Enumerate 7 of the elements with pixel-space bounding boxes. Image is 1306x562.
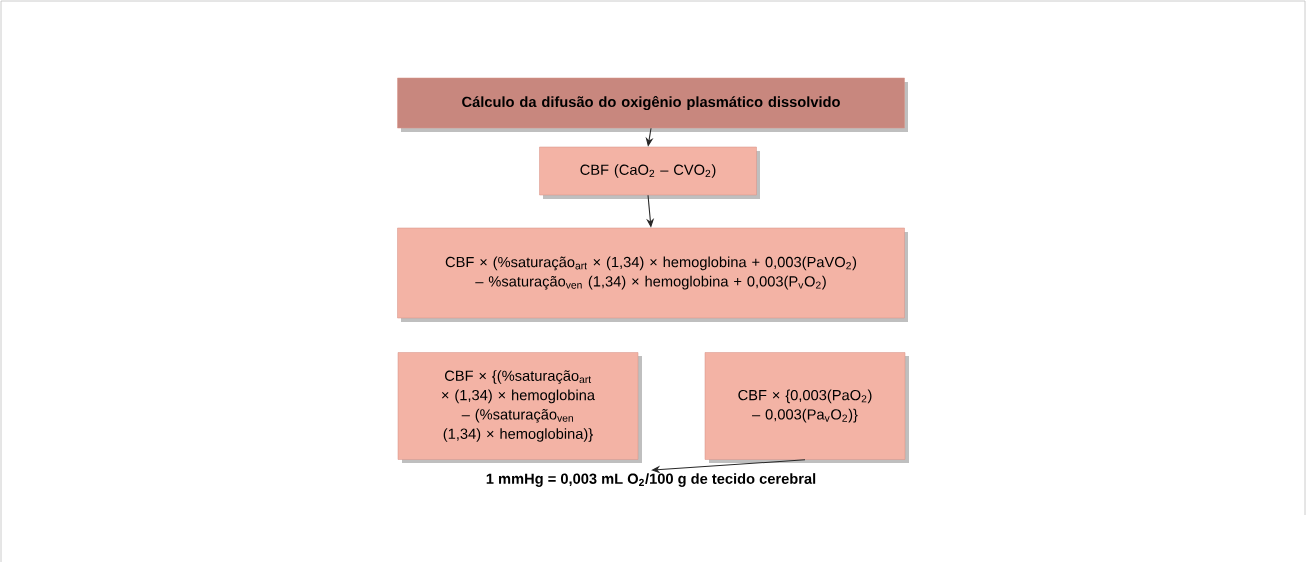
arrow	[651, 459, 806, 474]
formula-box: CBF (CaO$_{2}$ – CVO$_{2}$)	[539, 146, 760, 199]
formula-box: CBF × {(%saturação$_{art}$ × (1,34) × hemoglobina – (%saturação$_{ven}$ (1,34) × hemoglobina)}	[397, 352, 642, 463]
title-box: Cálculo da difusão do oxigênio plasmático dissolvido	[397, 77, 908, 132]
formula-box: CBF × {0,003(PaO$_{2}$) – 0,003(Pa$_{v}$O$_{2}$)}	[704, 352, 909, 463]
formula-box: CBF × (%saturação$_{art}$ × (1,34) × hemoglobina + 0,003(PaVO$_{2}$) – %saturação$_{ven}$ (1,34) × hemoglobina + 0,003(P$_{v}$O$_{2}$)	[397, 227, 908, 322]
result-text: 1 mmHg = 0,003 mL O$_{2}$/100 g de tecido cerebral	[486, 473, 816, 487]
